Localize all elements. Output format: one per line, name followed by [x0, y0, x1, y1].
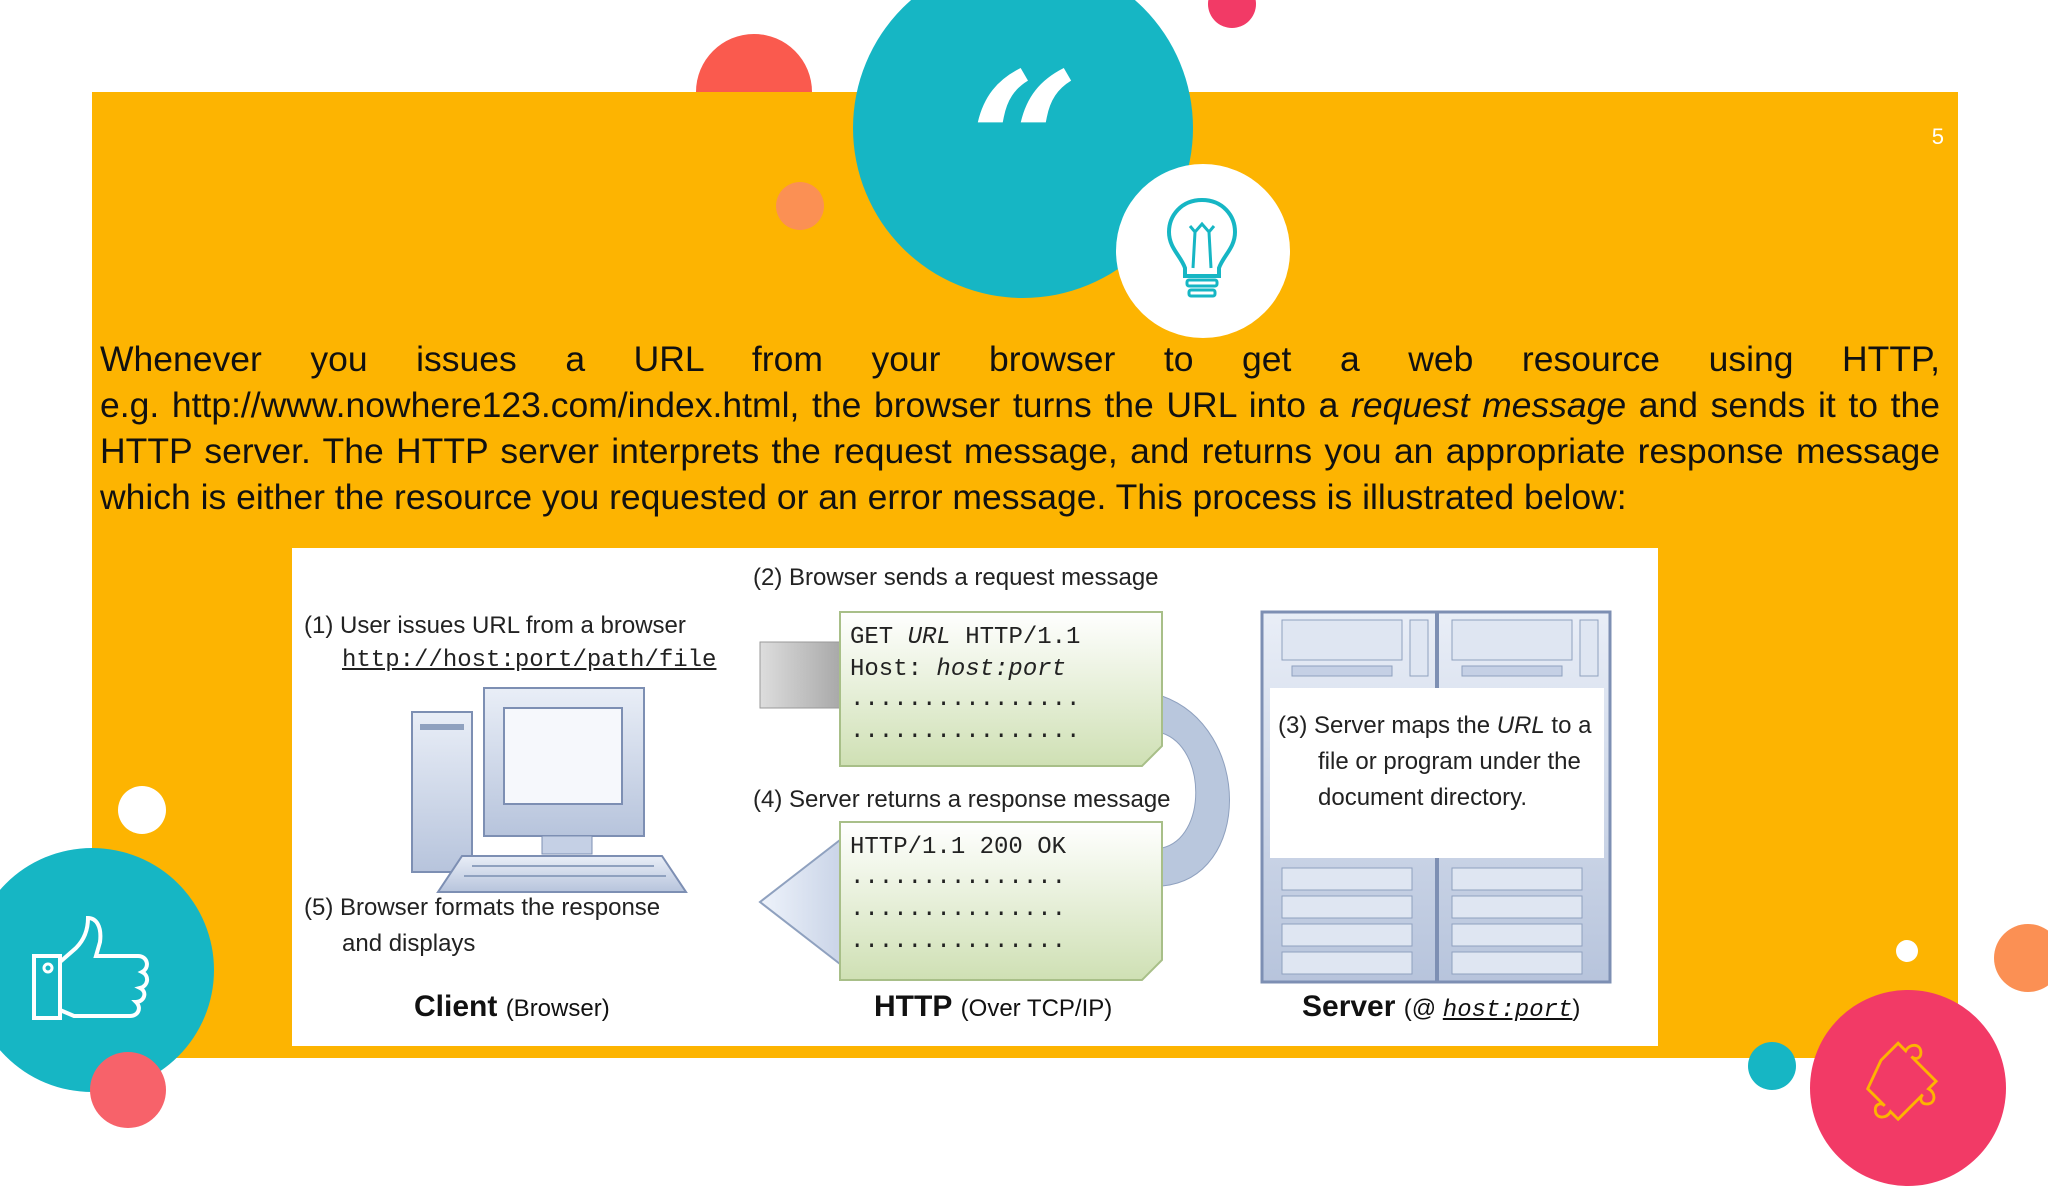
step5-line-2: and displays [342, 930, 476, 957]
step3-line-3: document directory. [1318, 784, 1527, 811]
server-rack-icon [1260, 610, 1612, 984]
response-dots-2: ............... [850, 896, 1067, 923]
decor-circle-white-left [118, 786, 166, 834]
step1-label: (1) User issues URL from a browser [304, 612, 686, 639]
step1-url: http://host:port/path/file [342, 647, 717, 674]
diagram-graphics [411, 610, 1612, 984]
step2-label: (2) Browser sends a request message [753, 564, 1159, 591]
decor-circle-orange-right [1994, 924, 2048, 992]
paragraph-rest: e.g. http://www.nowhere123.com/index.htm… [100, 382, 1940, 520]
step4-label: (4) Server returns a response message [753, 786, 1171, 813]
paragraph-emphasis: request message [1351, 385, 1627, 425]
http-diagram: (1) User issues URL from a browser http:… [292, 548, 1658, 1046]
request-note [839, 611, 1163, 767]
client-title: Client (Browser) [414, 990, 610, 1023]
step5-line-1: (5) Browser formats the response [304, 894, 661, 921]
page-number: 5 [1931, 124, 1944, 149]
decor-circle-white-right [1896, 940, 1918, 962]
computer-icon [411, 687, 688, 893]
quote-mark-icon: “ [970, 31, 1080, 254]
decor-circle-pink-top [1208, 0, 1256, 28]
response-line-1: HTTP/1.1 200 OK [850, 834, 1067, 861]
server-title: Server (@ host:port) [1302, 990, 1581, 1024]
paragraph-line-1: Whenever you issues a URL from your brow… [100, 339, 1940, 379]
body-paragraph: Whenever you issues a URL from your brow… [100, 336, 1940, 520]
response-dots-3: ............... [850, 928, 1067, 955]
curve-arrow [1161, 695, 1230, 887]
response-note [839, 821, 1163, 981]
request-line-1: GET URL HTTP/1.1 [850, 624, 1081, 651]
paragraph-pre: e.g. http://www.nowhere123.com/index.htm… [100, 385, 1352, 425]
decor-circle-teal-small [1748, 1042, 1796, 1090]
thumbs-up-icon [32, 915, 149, 1020]
light-bulb-circle [1116, 164, 1290, 338]
request-dots-2: ................ [850, 718, 1081, 745]
decor-circle-orange-small [776, 182, 824, 230]
decor-circle-coral-bottom [90, 1052, 166, 1128]
paragraph-post: and sends it to the HTTP server. The HTT… [100, 385, 1941, 517]
step3-line-1: (3) Server maps the URL to a [1278, 712, 1592, 739]
step3-line-2: file or program under the [1318, 748, 1581, 775]
light-bulb-icon [1166, 197, 1238, 298]
http-title: HTTP (Over TCP/IP) [874, 990, 1113, 1023]
request-dots-1: ................ [850, 686, 1081, 713]
response-dots-1: ............... [850, 864, 1067, 891]
puzzle-icon [1865, 1041, 1939, 1122]
request-line-2: Host: host:port [850, 656, 1067, 683]
request-arrow [759, 641, 841, 709]
